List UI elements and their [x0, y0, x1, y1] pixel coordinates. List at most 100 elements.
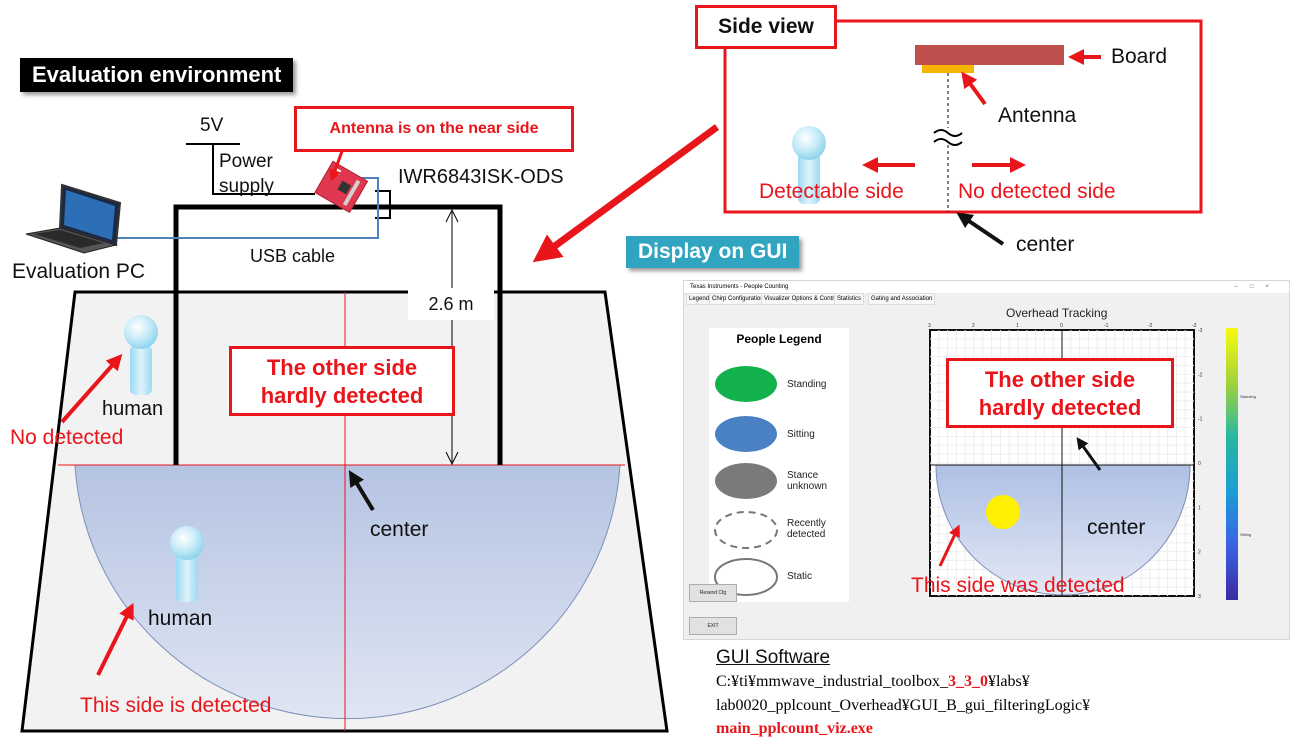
unknown-swatch [715, 463, 777, 499]
tab-statistics[interactable]: Statistics [834, 293, 865, 305]
display-on-gui-title: Display on GUI [626, 236, 800, 268]
this-side-detected-label: This side is detected [80, 694, 272, 717]
side-view-center-label: center [1016, 233, 1075, 256]
detected-arrow [96, 602, 134, 676]
usb-cable-label: USB cable [250, 246, 336, 266]
y-ticks: -3 -2 -1 0 1 2 3 [1198, 328, 1203, 600]
height-label: 2.6 m [408, 288, 494, 320]
evaluation-pc-label: Evaluation PC [12, 260, 146, 283]
gui-other-side-line-1: The other side [984, 367, 1136, 392]
break-symbol [933, 128, 963, 146]
gui-detected-arrow [938, 524, 960, 567]
gui-tabs: Legend Chirp Configuration Visualizer Op… [684, 293, 1289, 305]
legend-static: Static [787, 571, 813, 582]
plot-title: Overhead Tracking [1006, 306, 1108, 320]
human-label-top: human [102, 398, 164, 420]
no-detected-side-label: No detected side [958, 180, 1116, 203]
x-tick-label: -1 [1104, 323, 1109, 329]
power-supply-label-2: supply [219, 176, 274, 197]
no-detected-label: No detected [10, 426, 124, 449]
y-tick-label: 0 [1198, 461, 1201, 467]
other-side-callout: The other side hardly detected [229, 346, 455, 416]
gui-other-side-line-2: hardly detected [978, 395, 1142, 420]
device-label: IWR6843ISK-ODS [398, 166, 564, 188]
colorbar-standing-label: Standing [1240, 394, 1256, 399]
tab-gating-association[interactable]: Gating and Association [868, 293, 936, 305]
human-label-bottom: human [148, 607, 213, 630]
other-side-line-1: The other side [266, 355, 418, 380]
center-arrow [348, 470, 375, 512]
gui-software-heading: GUI Software [716, 647, 831, 668]
antenna-label: Antenna [998, 104, 1077, 127]
iwr6843-board-icon [314, 160, 369, 214]
x-tick-label: 0 [1060, 323, 1063, 329]
sitting-swatch [715, 416, 777, 452]
detectable-side-label: Detectable side [759, 180, 904, 203]
path-line-1-suffix: ¥labs¥ [987, 673, 1030, 690]
power-supply-label-1: Power [219, 151, 273, 172]
colorbar-sitting-label: Sitting [1240, 532, 1251, 537]
antenna-arrow [961, 71, 987, 106]
power-5v-label: 5V [200, 115, 224, 136]
gui-center-label: center [1087, 516, 1146, 539]
side-view-human-icon [792, 126, 826, 204]
side-view-title: Side view [695, 5, 837, 49]
human-icon-bottom [170, 526, 204, 602]
center-label-left: center [370, 518, 429, 541]
legend-recently-detected: Recently detected [787, 518, 826, 540]
evaluation-environment-title: Evaluation environment [20, 58, 294, 92]
exit-button[interactable]: EXIT [689, 617, 737, 635]
gui-this-side-detected-label: This side was detected [911, 574, 1125, 597]
human-icon-top [124, 315, 158, 395]
y-tick-label: -3 [1198, 328, 1203, 334]
path-line-1-version: 3_3_0 [947, 673, 988, 690]
height-arrow [445, 208, 459, 466]
standing-swatch [715, 366, 777, 402]
no-detected-arrow [60, 354, 123, 424]
other-side-line-2: hardly detected [260, 383, 424, 408]
window-controls-icon[interactable]: –□× [1234, 284, 1281, 290]
legend-standing: Standing [787, 379, 827, 390]
x-ticks: 3 2 1 0 -1 -2 -3 [928, 323, 1197, 329]
legend-swatches [714, 366, 778, 596]
side-view-pointer-arrow [532, 124, 720, 263]
legend-title: People Legend [736, 332, 822, 346]
mount-frame [173, 204, 503, 465]
legend-stance-unknown: Stance unknown [787, 470, 828, 492]
y-tick-label: 3 [1198, 594, 1201, 600]
recently-detected-swatch [714, 511, 778, 549]
gui-center-arrow [1076, 437, 1102, 471]
legend-sitting: Sitting [787, 429, 815, 440]
x-tick-label: 2 [972, 323, 975, 329]
x-tick-label: 1 [1016, 323, 1019, 329]
tracked-target [986, 495, 1020, 529]
tab-visualizer-options[interactable]: Visualizer Options & Control [761, 293, 842, 305]
y-tick-label: -1 [1198, 417, 1203, 423]
detection-area [74, 464, 621, 720]
x-tick-label: 3 [928, 323, 931, 329]
gui-titlebar: Texas Instruments - People Counting –□× [684, 281, 1289, 293]
antenna-bar [922, 65, 974, 73]
path-line-2: lab0020_pplcount_Overhead¥GUI_B_gui_filt… [716, 697, 1091, 714]
board-label: Board [1111, 45, 1168, 68]
x-tick-label: -2 [1148, 323, 1153, 329]
path-line-1-prefix: C:¥ti¥mmwave_industrial_toolbox_ [716, 673, 948, 690]
resend-cfg-button[interactable]: Resend Cfg [689, 584, 737, 602]
y-tick-label: 2 [1198, 550, 1201, 556]
y-tick-label: -2 [1198, 372, 1203, 378]
board-bar [915, 45, 1064, 65]
gui-window-title: Texas Instruments - People Counting [690, 284, 789, 290]
gui-other-side-callout: The other side hardly detected [946, 358, 1174, 428]
static-swatch [714, 558, 778, 596]
path-line-1: C:¥ti¥mmwave_industrial_toolbox_3_3_0¥la… [716, 673, 1030, 691]
x-tick-label: -3 [1192, 323, 1197, 329]
people-legend-panel: People Legend Standing Sitting Stance un… [709, 328, 849, 602]
y-tick-label: 1 [1198, 505, 1201, 511]
laptop-icon [25, 183, 122, 254]
antenna-callout: Antenna is on the near side [294, 106, 574, 152]
tab-chirp-configuration[interactable]: Chirp Configuration [709, 293, 767, 305]
path-line-3: main_pplcount_viz.exe [716, 720, 873, 737]
side-view-center-arrow [956, 212, 1005, 246]
colorbar [1226, 328, 1238, 600]
